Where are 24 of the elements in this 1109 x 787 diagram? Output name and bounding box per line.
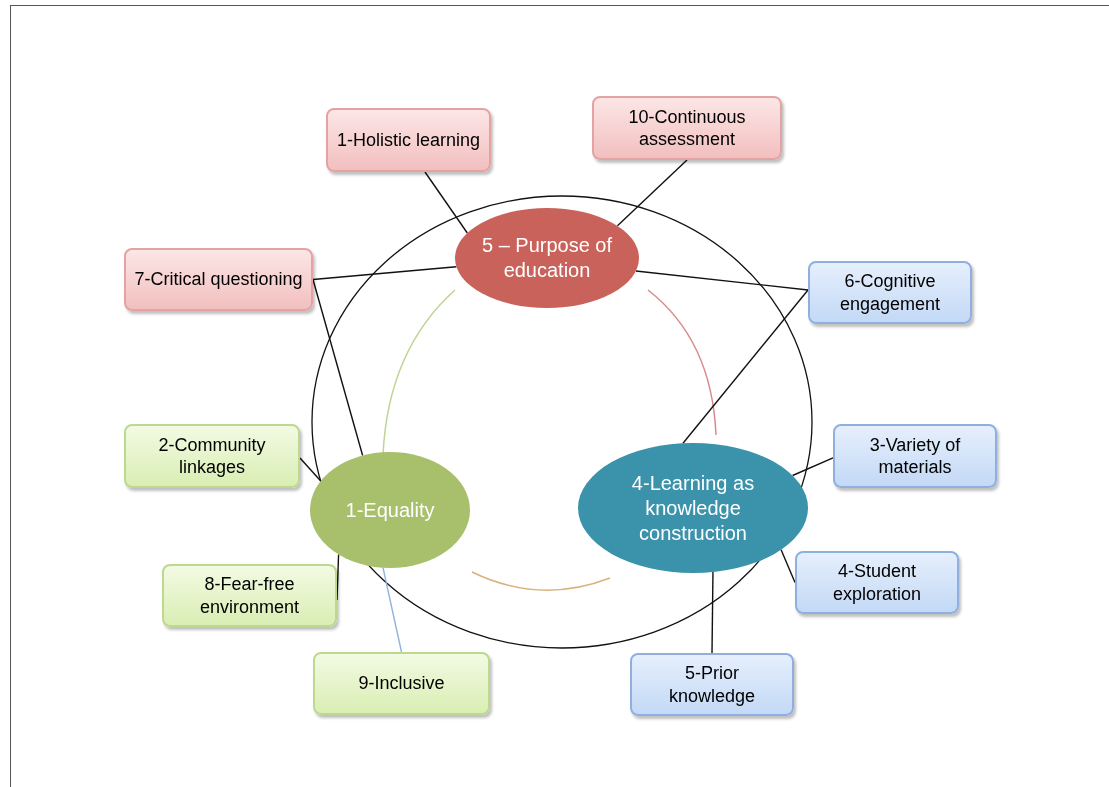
connector-line bbox=[682, 289, 809, 444]
theme-ellipse: 1-Equality bbox=[310, 452, 470, 568]
topic-box: 10-Continuous assessment bbox=[592, 96, 782, 160]
theme-ellipse: 4-Learning as knowledge construction bbox=[578, 443, 808, 573]
topic-box: 5-Prior knowledge bbox=[630, 653, 794, 716]
connector-line bbox=[780, 549, 796, 584]
topic-box: 6-Cognitive engagement bbox=[808, 261, 972, 324]
connector-line bbox=[635, 270, 809, 291]
connector-line bbox=[791, 457, 834, 477]
topic-box: 3-Variety of materials bbox=[833, 424, 997, 488]
topic-box: 9-Inclusive bbox=[313, 652, 490, 715]
connector-line bbox=[424, 171, 469, 234]
topic-box: 7-Critical questioning bbox=[124, 248, 313, 311]
connector-line bbox=[382, 567, 403, 653]
connector-line bbox=[299, 457, 322, 482]
connector-line bbox=[711, 571, 714, 654]
connector-line bbox=[312, 266, 458, 281]
connector-line bbox=[616, 159, 688, 227]
topic-box: 1-Holistic learning bbox=[326, 108, 491, 172]
topic-box: 2-Community linkages bbox=[124, 424, 300, 488]
topic-box: 8-Fear-free environment bbox=[162, 564, 337, 627]
connector-line bbox=[312, 278, 364, 457]
theme-ellipse: 5 – Purpose of education bbox=[455, 208, 639, 308]
topic-box: 4-Student exploration bbox=[795, 551, 959, 614]
